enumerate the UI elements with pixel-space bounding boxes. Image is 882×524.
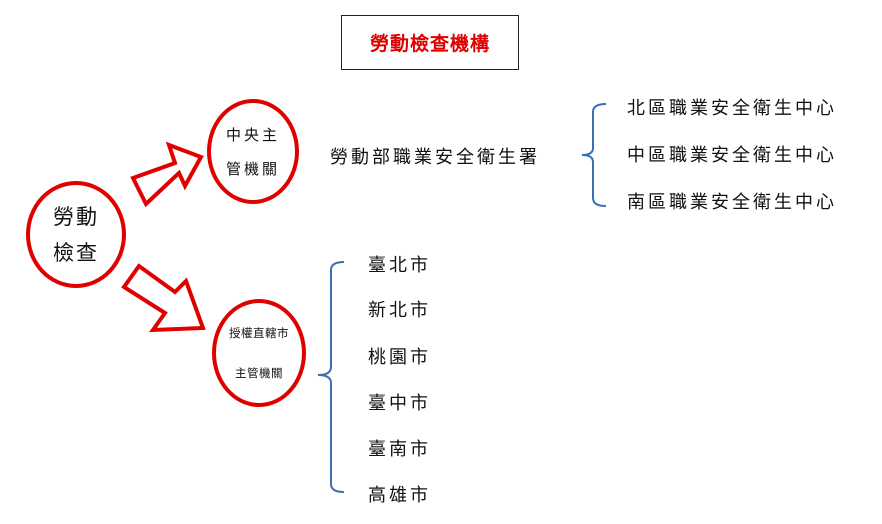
city-item: 臺南市: [368, 439, 431, 460]
city-item: 臺中市: [368, 393, 431, 414]
root-node-line1: 勞動: [53, 204, 99, 229]
central-node-line2: 管機關: [225, 159, 280, 178]
local-authority-node: 授權直轄市 主管機關: [212, 299, 306, 407]
centers-bracket: [581, 103, 607, 207]
central-authority-node: 中央主 管機關: [207, 99, 299, 204]
root-node-line2: 檢查: [53, 240, 99, 265]
arrow-to-local: [121, 263, 206, 333]
center-item: 南區職業安全衛生中心: [627, 192, 837, 213]
root-node: 勞動 檢查: [26, 181, 126, 288]
diagram-title: 勞動檢查機構: [341, 15, 519, 70]
local-node-line2: 主管機關: [235, 366, 283, 380]
central-agency-label: 勞動部職業安全衛生署: [330, 147, 540, 168]
city-item: 新北市: [368, 300, 431, 321]
center-item: 北區職業安全衛生中心: [627, 98, 837, 119]
central-node-line1: 中央主: [225, 125, 280, 144]
local-node-line1: 授權直轄市: [229, 326, 289, 340]
city-item: 高雄市: [368, 485, 431, 506]
city-item: 桃園市: [368, 347, 431, 368]
city-item: 臺北市: [368, 255, 431, 276]
center-item: 中區職業安全衛生中心: [627, 145, 837, 166]
arrow-to-central: [130, 141, 204, 208]
cities-bracket: [317, 261, 345, 493]
